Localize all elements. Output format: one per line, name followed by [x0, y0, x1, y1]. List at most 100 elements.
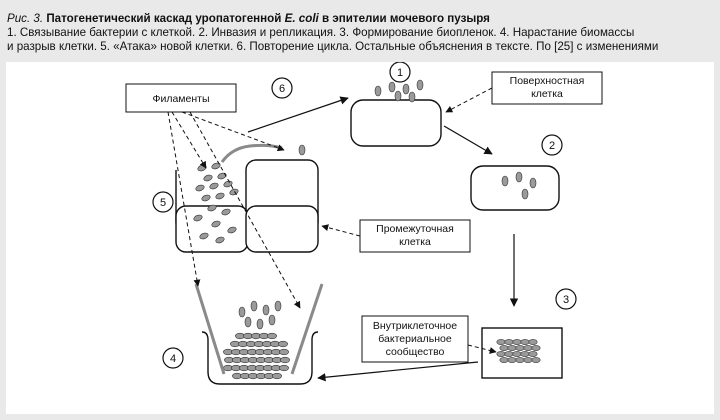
caption-line-2: и разрыв клетки. 5. «Атака» новой клетки… — [7, 40, 659, 53]
bacterium — [272, 372, 282, 380]
bacterium — [512, 351, 522, 357]
surface-cell-label-line-1: Поверхностная — [510, 75, 585, 87]
bacterium — [280, 356, 290, 364]
filaments-label-box — [125, 83, 237, 113]
ibc-label-line-2: бактериальное — [378, 333, 452, 345]
step-6-marker — [271, 77, 293, 99]
bacterium — [209, 182, 219, 190]
step-1-marker — [389, 61, 411, 83]
step-2-invaded-cell: 2 — [470, 134, 563, 211]
filaments-pointer-2 — [181, 111, 285, 152]
step-2-number: 2 — [549, 140, 555, 152]
bacterium — [529, 177, 537, 189]
bacterium — [201, 194, 211, 202]
bacterium — [262, 304, 270, 316]
caption-title-end: в эпителии мочевого пузыря — [322, 12, 490, 25]
intermediate-cell-label-box — [359, 219, 471, 253]
surface-cell-label: Поверхностная клетка — [445, 71, 603, 113]
bacterium — [515, 171, 523, 183]
bacterium — [203, 174, 213, 182]
bacterium — [227, 226, 237, 234]
surface-cell-label-box — [491, 71, 603, 105]
ruptured-cell-shape — [201, 331, 319, 385]
cascade-diagram: 1 Поверхностная клетка 2 — [125, 61, 603, 385]
bacterium — [520, 339, 530, 345]
bacterium — [211, 220, 221, 228]
step-3-marker — [555, 288, 577, 310]
arrow-step3-to-step4 — [317, 361, 479, 382]
step-1-surface-cell: 1 — [350, 61, 442, 147]
bacterium — [528, 339, 538, 345]
attacking-bacteria — [193, 162, 239, 244]
bacterium — [512, 339, 522, 345]
flow-arrows — [247, 96, 519, 382]
intermediate-cell-label-line-2: клетка — [399, 236, 431, 248]
bacterium — [199, 232, 209, 240]
biomass-bacteria-cluster — [223, 332, 290, 380]
step-4-ruptured-cell: 4 — [162, 283, 324, 385]
ibc-label-line-3: сообщество — [386, 346, 445, 358]
bacterium — [515, 345, 525, 351]
lower-right-cell — [245, 205, 319, 253]
filaments-pointer-3 — [167, 111, 201, 287]
bacterium — [521, 188, 529, 200]
filament-left — [194, 283, 226, 375]
step-6-number: 6 — [279, 83, 285, 95]
bacterium — [504, 339, 514, 345]
bacterium — [211, 162, 221, 170]
diagram-panel: 1 Поверхностная клетка 2 — [6, 61, 714, 414]
ibc-label-pointer — [467, 344, 497, 354]
bacterium — [217, 172, 227, 180]
bacterium — [193, 214, 203, 222]
step-5-new-cell-attack: 5 — [152, 143, 319, 253]
bacterium — [520, 351, 530, 357]
filament-right — [290, 283, 324, 375]
released-bacteria — [238, 300, 282, 330]
bacterium — [394, 90, 402, 102]
figure-caption: Рис. 3. Патогенетический каскад уропатог… — [7, 12, 713, 54]
intermediate-cell-label: Промежуточная клетка — [321, 219, 471, 253]
bacterium — [215, 236, 225, 244]
caption-title-main: Патогенетический каскад уропатогенной — [46, 12, 282, 25]
bacterium — [238, 306, 246, 318]
bacterium — [256, 318, 264, 330]
bacterium — [504, 351, 514, 357]
bacterium — [221, 208, 231, 216]
bacterium — [215, 192, 225, 200]
bacterium — [279, 348, 289, 356]
bacterium — [244, 316, 252, 328]
step-2-marker — [541, 134, 563, 156]
filaments-label-text: Филаменты — [152, 93, 209, 105]
caption-line-1: 1. Связывание бактерии с клеткой. 2. Инв… — [7, 26, 635, 39]
bacterium — [523, 345, 533, 351]
bacterium — [223, 180, 233, 188]
bacterium — [279, 364, 289, 372]
bacterium — [531, 357, 541, 363]
step-4-marker — [162, 347, 184, 369]
arrow-step6-to-step1 — [247, 96, 349, 133]
bacterium — [499, 345, 509, 351]
bacterium — [528, 351, 538, 357]
bacterium — [278, 340, 288, 348]
step-5-number: 5 — [160, 197, 166, 209]
bacterium — [267, 332, 277, 340]
bacterium — [496, 339, 506, 345]
surface-cell-pointer — [445, 87, 493, 113]
surface-cell-shape — [350, 99, 442, 147]
invaded-cell-shape — [470, 165, 560, 211]
ibc-label: Внутриклеточное бактериальное сообщество — [361, 315, 497, 363]
ibc-label-line-1: Внутриклеточное — [373, 320, 457, 332]
bacterium — [501, 175, 509, 187]
lower-left-cell — [175, 205, 249, 253]
bacteria-attached — [374, 79, 424, 103]
bacterium — [507, 345, 517, 351]
filaments-pointer-4 — [189, 111, 301, 309]
bacterium — [207, 204, 217, 212]
intermediate-cell-label-line-1: Промежуточная — [376, 223, 454, 235]
bacterium — [507, 357, 517, 363]
bacterium — [496, 351, 506, 357]
bacterium — [195, 184, 205, 192]
bacterium — [374, 85, 382, 97]
intermediate-cell-pointer — [321, 224, 361, 237]
